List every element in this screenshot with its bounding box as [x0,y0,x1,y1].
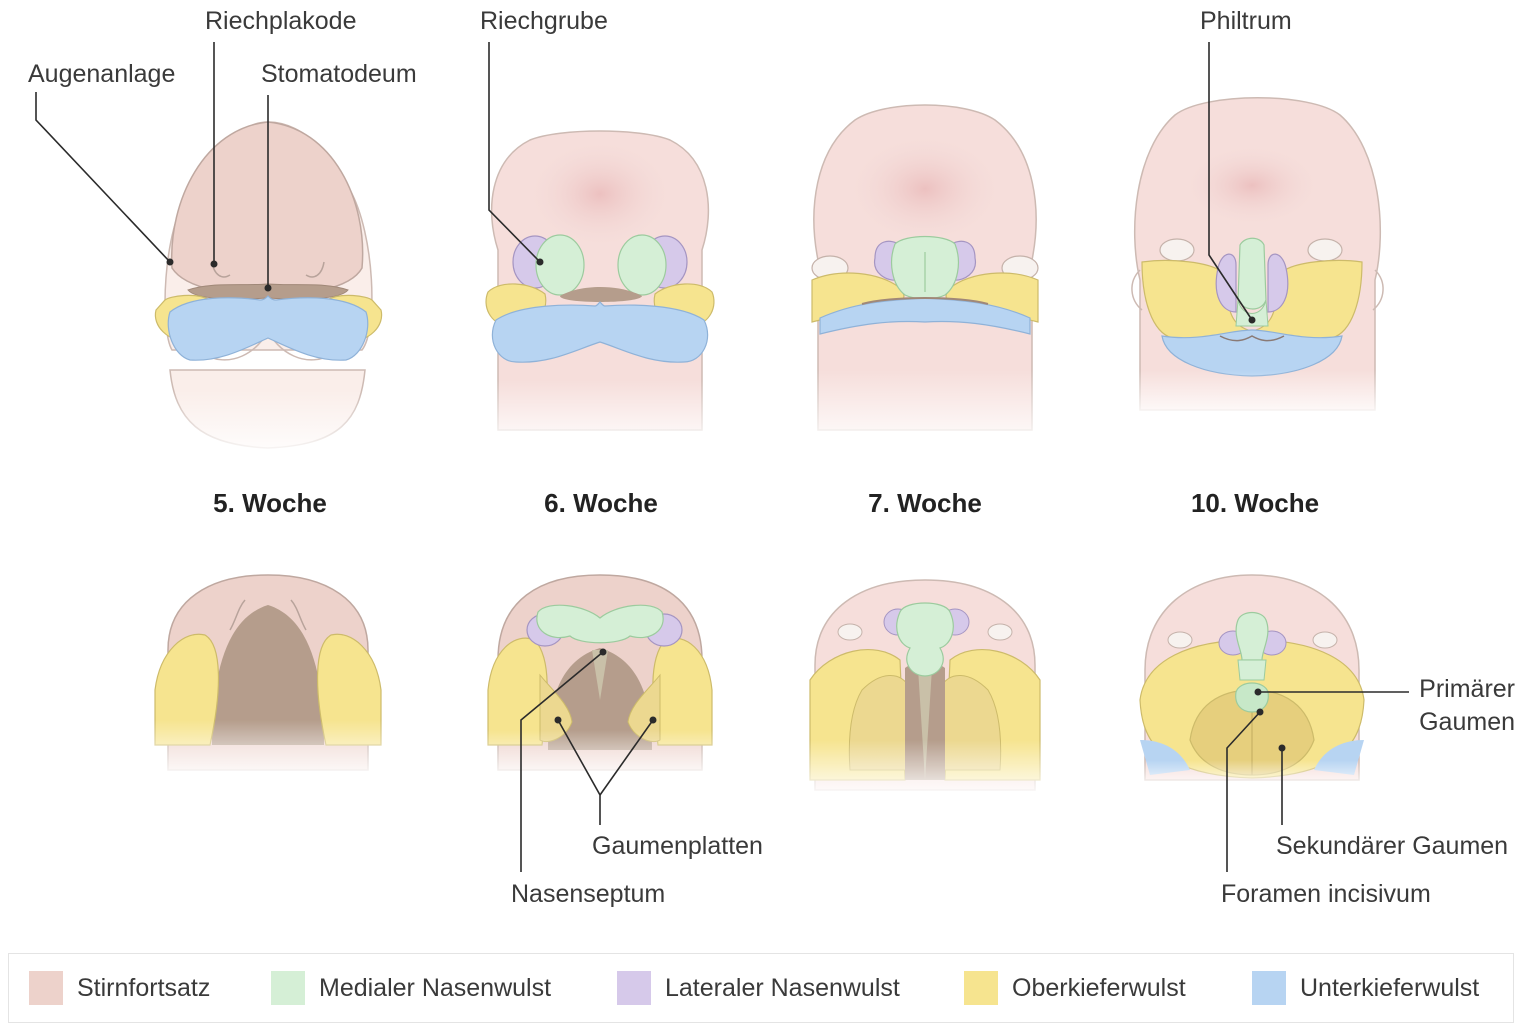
head-week5 [150,121,390,460]
legend-label: Lateraler Nasenwulst [665,973,900,1002]
label-foramen-incisivum: Foramen incisivum [1221,880,1431,908]
label-primaerer-gaumen: Primärer Gaumen [1419,675,1515,736]
legend-item-stirnfortsatz: Stirnfortsatz [29,954,210,1022]
palate-week10 [1125,574,1385,790]
palate-week6 [470,574,730,780]
legend-swatch-unterkieferwulst [1252,971,1286,1005]
legend-swatch-oberkieferwulst [964,971,998,1005]
legend-item-lateraler-nasenwulst: Lateraler Nasenwulst [617,954,900,1022]
leader-nasenseptum [520,651,604,872]
legend-item-oberkieferwulst: Oberkieferwulst [964,954,1186,1022]
head-week10 [1120,97,1390,420]
leader-dots [166,258,1286,752]
leader-riechgrube [488,42,541,263]
label-stomatodeum: Stomatodeum [261,60,417,88]
legend-swatch-medialer-nasenwulst [271,971,305,1005]
head-week6 [480,130,720,450]
label-riechplakode: Riechplakode [205,7,357,35]
leader-philtrum [1208,42,1253,321]
legend-label: Stirnfortsatz [77,973,211,1002]
label-sekundaerer-gaumen: Sekundärer Gaumen [1276,832,1509,860]
legend-item-medialer-nasenwulst: Medialer Nasenwulst [271,954,551,1022]
legend-item-unterkieferwulst: Unterkieferwulst [1252,954,1479,1022]
legend-label: Medialer Nasenwulst [319,973,552,1002]
label-gaumenplatten: Gaumenplatten [592,832,763,860]
palate-week5 [140,574,400,780]
label-philtrum: Philtrum [1200,7,1292,35]
leader-gaumenplatten-right [599,719,654,796]
legend-label: Oberkieferwulst [1012,973,1186,1002]
palate-week7 [795,579,1055,800]
legend-label: Unterkieferwulst [1300,973,1480,1002]
leader-augenanlage [35,92,171,263]
leader-lines [35,42,1409,872]
week-label-10: 10. Woche [1190,488,1320,518]
week-label-5: 5. Woche [213,488,327,518]
label-riechgrube: Riechgrube [480,7,608,35]
legend: Stirnfortsatz Medialer Nasenwulst Latera… [8,953,1514,1023]
legend-swatch-stirnfortsatz [29,971,63,1005]
label-augenanlage: Augenanlage [28,60,176,88]
leader-foramen-incisivum [1226,711,1261,872]
week-label-7: 7. Woche [868,488,982,518]
label-nasenseptum: Nasenseptum [511,880,666,908]
week-label-6: 6. Woche [544,488,658,518]
head-week7 [800,104,1050,450]
legend-swatch-lateraler-nasenwulst [617,971,651,1005]
